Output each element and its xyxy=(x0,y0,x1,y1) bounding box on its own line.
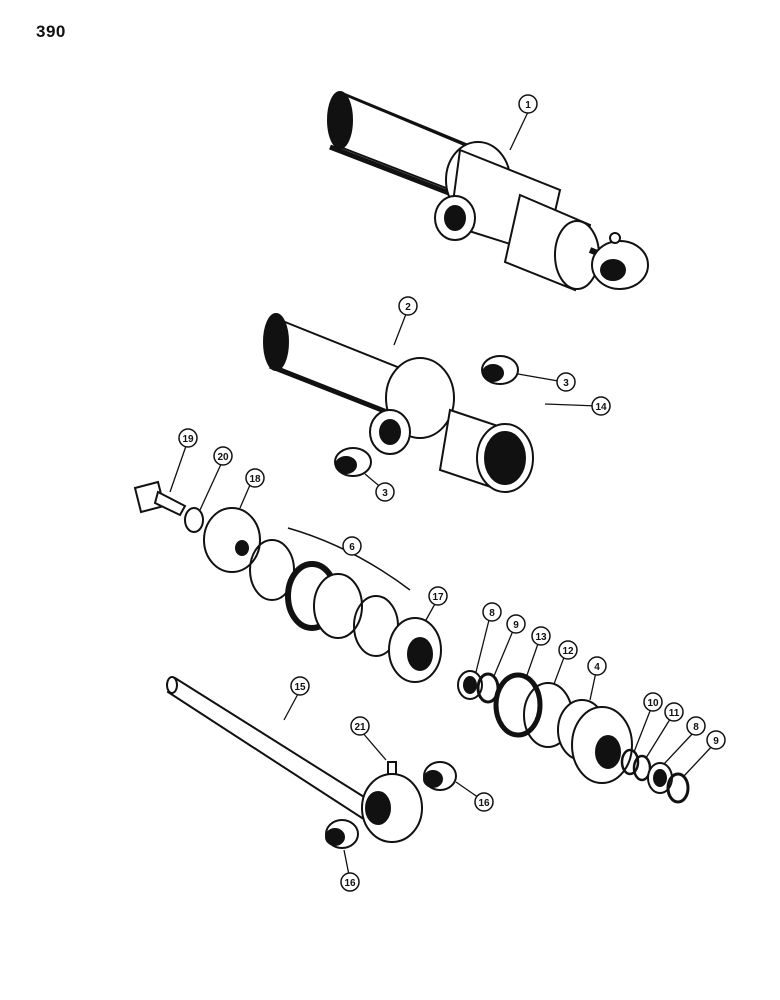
bushing-3-lower xyxy=(334,447,372,477)
callout-9-left: 9 xyxy=(506,614,526,634)
svg-text:3: 3 xyxy=(382,488,388,499)
grease-fitting-21 xyxy=(387,761,397,775)
cylinder-barrel xyxy=(263,313,534,493)
seal-8-left xyxy=(457,670,483,700)
svg-text:4: 4 xyxy=(594,662,600,673)
bushing-3-upper xyxy=(481,355,519,385)
svg-text:15: 15 xyxy=(294,682,306,693)
svg-text:10: 10 xyxy=(647,698,659,709)
callout-16-lower: 16 xyxy=(340,872,360,892)
svg-text:16: 16 xyxy=(478,798,490,809)
svg-text:9: 9 xyxy=(713,736,719,747)
callout-10: 10 xyxy=(643,692,663,712)
callout-19: 19 xyxy=(178,428,198,448)
callout-15: 15 xyxy=(290,676,310,696)
svg-text:11: 11 xyxy=(669,708,680,719)
svg-text:12: 12 xyxy=(562,646,574,657)
washer-20 xyxy=(184,507,204,533)
ring-10 xyxy=(620,748,640,776)
callout-9-right: 9 xyxy=(706,730,726,750)
svg-text:19: 19 xyxy=(182,434,194,445)
cylinder-assembly xyxy=(327,91,649,292)
svg-text:6: 6 xyxy=(349,542,355,553)
bushing-16-lower xyxy=(325,819,359,849)
o-ring-13 xyxy=(493,672,543,738)
callout-3-lower: 3 xyxy=(375,482,395,502)
ring-9-right xyxy=(666,772,690,804)
callout-14: 14 xyxy=(591,396,611,416)
callout-4: 4 xyxy=(587,656,607,676)
svg-text:1: 1 xyxy=(525,100,531,111)
callout-21: 21 xyxy=(350,716,370,736)
svg-text:8: 8 xyxy=(489,608,495,619)
callout-8-right: 8 xyxy=(686,716,706,736)
piston-18 xyxy=(203,507,261,573)
svg-text:14: 14 xyxy=(595,402,607,413)
svg-text:9: 9 xyxy=(513,620,519,631)
callout-11: 11 xyxy=(664,702,684,722)
callout-17: 17 xyxy=(428,586,448,606)
page-number: 390 xyxy=(36,22,66,41)
spacer-17 xyxy=(388,617,442,683)
callout-18: 18 xyxy=(245,468,265,488)
svg-text:3: 3 xyxy=(563,378,569,389)
svg-text:17: 17 xyxy=(432,592,444,603)
svg-text:2: 2 xyxy=(405,302,411,313)
callout-2: 2 xyxy=(398,296,418,316)
head-4 xyxy=(557,699,633,784)
svg-text:20: 20 xyxy=(217,452,229,463)
svg-text:13: 13 xyxy=(535,632,547,643)
callout-6: 6 xyxy=(342,536,362,556)
bushing-16-upper xyxy=(423,761,457,791)
svg-text:21: 21 xyxy=(354,722,366,733)
svg-text:18: 18 xyxy=(249,474,261,485)
svg-text:8: 8 xyxy=(693,722,699,733)
callout-3-upper: 3 xyxy=(556,372,576,392)
callout-20: 20 xyxy=(213,446,233,466)
bolt-19 xyxy=(133,480,187,517)
callout-1: 1 xyxy=(518,94,538,114)
callout-12: 12 xyxy=(558,640,578,660)
svg-text:16: 16 xyxy=(344,878,356,889)
callout-16-right: 16 xyxy=(474,792,494,812)
callout-13: 13 xyxy=(531,626,551,646)
callout-8-left: 8 xyxy=(482,602,502,622)
seal-kit-6 xyxy=(249,527,411,657)
